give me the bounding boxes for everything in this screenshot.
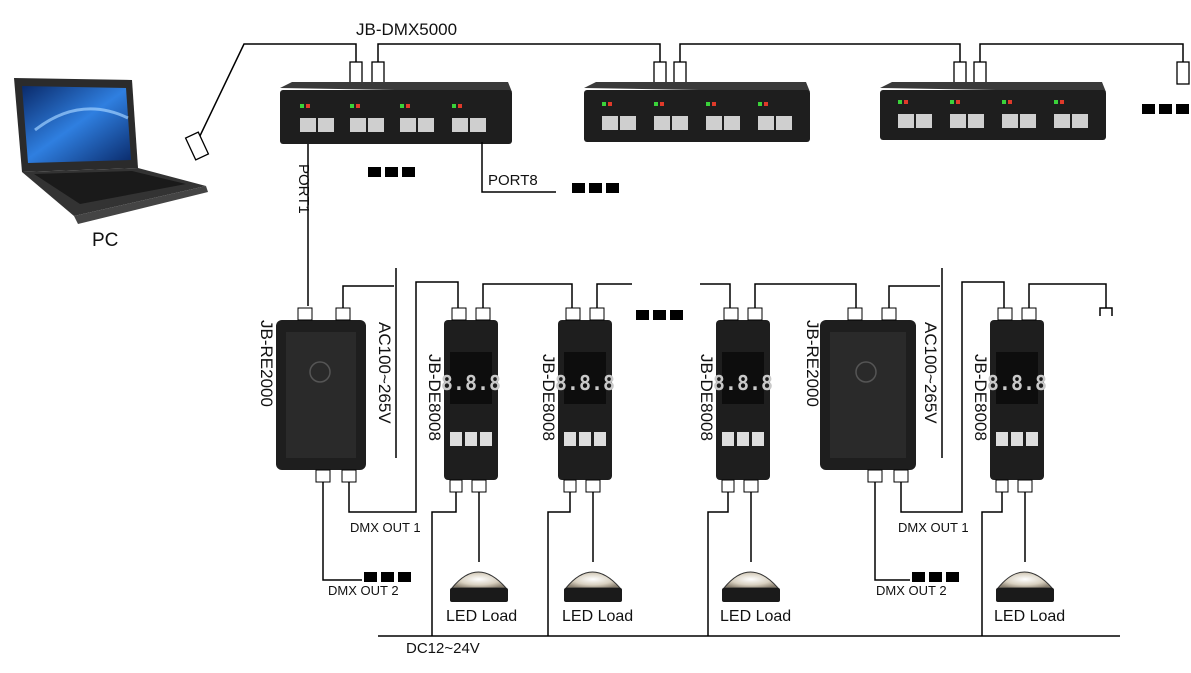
led-loads [450,571,1054,602]
more-outputs-indicator [912,572,959,582]
decoder-model-label: JB-DE8008 [539,354,558,441]
decoder-model-label: JB-DE8008 [425,354,444,441]
led-load-1 [450,571,508,602]
port-wires [307,142,556,306]
dmx-out1-label: DMX OUT 1 [898,520,969,535]
dmx-network-cable [197,43,1184,141]
port8-label: PORT8 [488,172,538,189]
dmx-signal-wires [322,268,1113,581]
led-load-4 [996,571,1054,602]
repeater-unit-2 [820,307,916,483]
system-title: JB-DMX5000 [356,20,458,39]
dc-supply-label: DC12~24V [406,640,480,657]
led-load-label: LED Load [994,608,1066,625]
splitter-ports [300,118,486,132]
svg-text:8.8.8: 8.8.8 [987,371,1047,395]
rj45-connectors [184,61,1190,161]
more-ports-indicator [572,183,619,193]
more-splitters-indicator [1142,104,1189,114]
svg-text:8.8.8: 8.8.8 [713,371,773,395]
decoder-units: 8.8.8 8.8.8 8.8.8 8.8.8 [441,307,1047,493]
more-outputs-indicator [364,572,411,582]
pc-laptop [14,78,208,224]
repeater-unit-1 [276,307,366,483]
splitter-unit-3 [880,82,1106,140]
led-load-label: LED Load [446,608,518,625]
led-load-label: LED Load [562,608,634,625]
decoder-unit-2: 8.8.8 [555,307,615,493]
dmx-out1-label: DMX OUT 1 [350,520,421,535]
svg-text:8.8.8: 8.8.8 [555,371,615,395]
dmx-out2-label: DMX OUT 2 [328,583,399,598]
splitter-leds [300,104,462,108]
repeater-power-label: AC100~265V [375,322,394,424]
repeater-model-label: JB-RE2000 [803,320,822,407]
decoder-unit-3: 8.8.8 [713,307,773,493]
led-load-label: LED Load [720,608,792,625]
decoder-unit-4: 8.8.8 [987,307,1047,493]
svg-text:8.8.8: 8.8.8 [441,371,501,395]
dmx-out2-label: DMX OUT 2 [876,583,947,598]
repeater-model-label: JB-RE2000 [257,320,276,407]
decoder-model-label: JB-DE8008 [697,354,716,441]
decoder-unit-1: 8.8.8 [441,307,501,493]
led-load-2 [564,571,622,602]
splitter-unit-1 [280,82,512,144]
more-ports-indicator [368,167,415,177]
pc-label: PC [92,230,119,251]
led-load-3 [722,571,780,602]
splitter-unit-2 [584,82,810,142]
port1-label: PORT1 [295,164,312,214]
decoder-model-label: JB-DE8008 [971,354,990,441]
more-decoders-indicator [636,310,683,320]
repeater-power-label: AC100~265V [921,322,940,424]
dc-power-wires [378,492,1120,637]
